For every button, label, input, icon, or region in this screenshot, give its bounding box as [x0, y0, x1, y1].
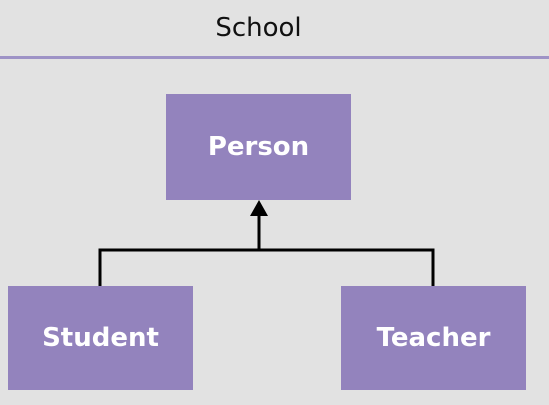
- node-student-label: Student: [42, 323, 159, 353]
- diagram-title: School: [215, 13, 302, 43]
- inheritance-arrowhead-icon: [250, 200, 268, 216]
- node-teacher: Teacher: [341, 286, 526, 390]
- node-person-label: Person: [207, 132, 310, 162]
- title-divider: [0, 56, 549, 59]
- node-teacher-label: Teacher: [376, 323, 491, 353]
- node-student: Student: [8, 286, 193, 390]
- node-person: Person: [166, 94, 351, 200]
